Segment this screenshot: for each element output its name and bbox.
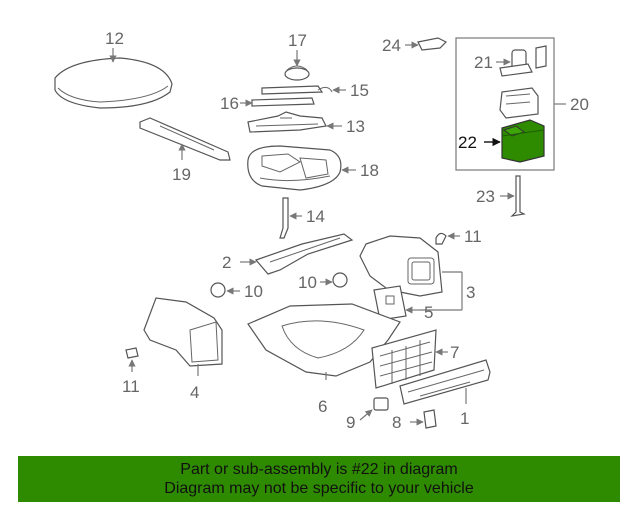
part-12-floor-cover[interactable] [54,57,173,109]
banner-line-1: Part or sub-assembly is #22 in diagram [180,461,458,478]
callout-8: 8 [392,413,401,432]
exploded-parts-diagram: 12 17 24 21 20 15 16 13 [54,29,589,432]
part-18-storage-tray[interactable] [247,145,342,191]
part-11-hook-right[interactable] [435,232,447,245]
part-20-bracket[interactable] [499,87,539,119]
callout-5: 5 [424,303,433,322]
callout-22: 22 [458,133,477,152]
part-10-plug-left[interactable] [210,282,226,298]
part-14-strap[interactable] [279,197,289,239]
part-10-plug-center[interactable] [332,272,348,288]
part-11-hook-left[interactable] [125,347,139,359]
part-13-jack[interactable] [247,111,327,133]
part-5-access-door[interactable] [373,285,407,321]
part-2-sill-plate[interactable] [254,233,354,275]
callout-17: 17 [288,31,307,50]
callout-12: 12 [105,29,124,48]
callout-10b: 10 [244,282,263,301]
info-banner: Part or sub-assembly is #22 in diagram D… [18,456,620,502]
part-4-left-trim-panel[interactable] [143,297,223,367]
part-24-clip[interactable] [417,37,448,51]
callout-11b: 11 [122,377,140,396]
callout-18: 18 [360,161,379,180]
part-15-jack-handle[interactable] [261,85,333,95]
part-22-highlighted[interactable] [501,119,545,163]
callout-10a: 10 [298,273,317,292]
part-17-knob[interactable] [284,65,310,81]
part-23-pin[interactable] [510,175,526,217]
callout-9: 9 [346,413,355,432]
callout-1: 1 [460,409,469,428]
part-1-rear-sill-panel[interactable] [399,359,491,405]
callout-7: 7 [450,343,459,362]
banner-line-2: Diagram may not be specific to your vehi… [164,480,474,497]
callout-3: 3 [466,283,475,302]
callout-16: 16 [220,94,239,113]
part-8-retainer[interactable] [423,409,437,429]
callout-11: 11 [464,227,482,246]
callout-19: 19 [172,165,191,184]
part-3-right-trim-panel[interactable] [359,235,443,297]
callout-24: 24 [382,36,401,55]
part-21-cap[interactable] [499,45,547,77]
part-9-clip[interactable] [373,397,389,411]
callout-20: 20 [570,95,589,114]
callout-13: 13 [346,117,365,136]
part-19-rod[interactable] [139,117,231,161]
part-7-cargo-net[interactable] [371,329,437,389]
callout-21: 21 [474,53,493,72]
callout-23: 23 [476,187,495,206]
callout-2: 2 [222,253,231,272]
part-16-wrench[interactable] [251,97,315,107]
callout-14: 14 [306,207,325,226]
callout-4: 4 [190,383,199,402]
callout-6: 6 [318,397,327,416]
callout-15: 15 [350,81,369,100]
